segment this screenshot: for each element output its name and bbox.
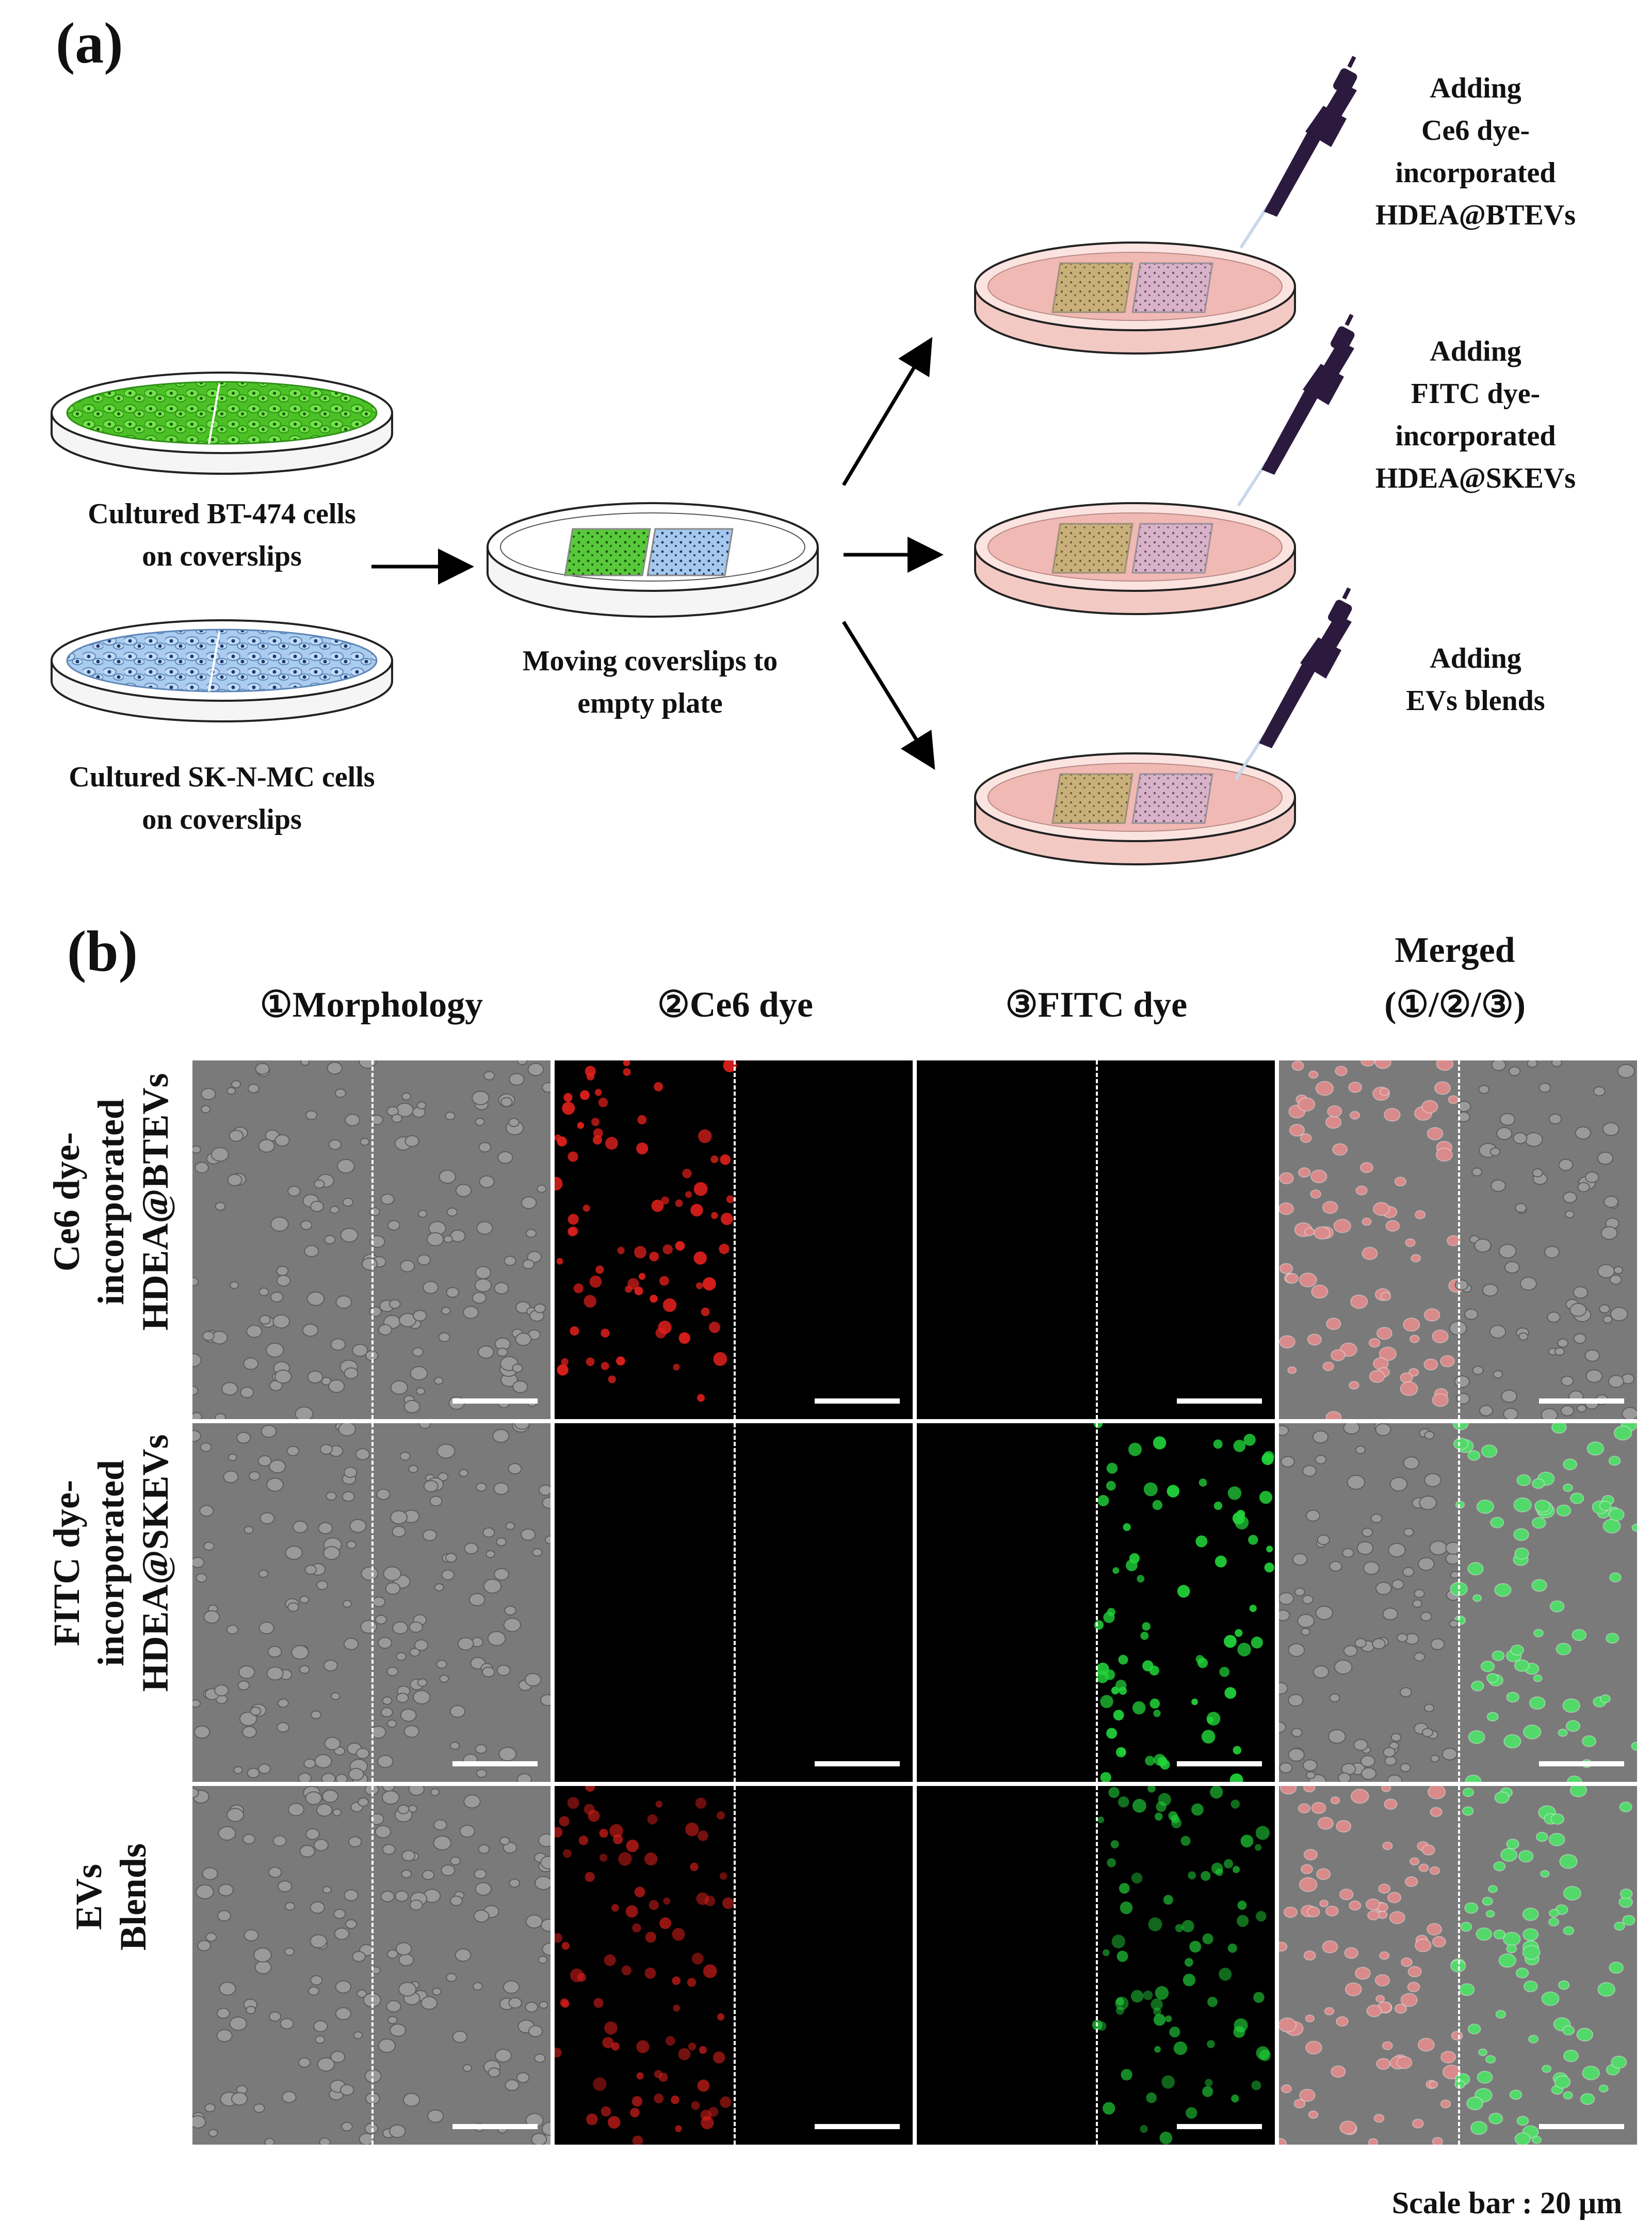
col-header-fitc: ③FITC dye bbox=[1005, 985, 1188, 1025]
dish-right-2 bbox=[974, 502, 1296, 615]
scale-bar bbox=[1539, 2124, 1624, 2129]
bt474-caption: Cultured BT-474 cells on coverslips bbox=[41, 493, 402, 577]
split-divider bbox=[1458, 1060, 1460, 1419]
moving-caption: Moving coverslips to empty plate bbox=[469, 640, 831, 725]
dish-middle bbox=[487, 502, 819, 618]
col-header-merged: Merged bbox=[1395, 930, 1515, 970]
micrograph-r3-merged bbox=[1279, 1786, 1637, 2145]
scale-bar bbox=[1539, 1398, 1624, 1404]
row-header-fitc-line-3: HDEA@SKEVs bbox=[135, 1434, 176, 1692]
dish-sknmc bbox=[51, 619, 393, 722]
adding-fitc-line-1: Adding bbox=[1430, 335, 1521, 367]
split-divider bbox=[1096, 1060, 1098, 1419]
pipette-icon bbox=[1237, 314, 1355, 507]
micrograph-r1-ce6 bbox=[555, 1060, 913, 1419]
moving-caption-line-2: empty plate bbox=[577, 687, 723, 719]
adding-blends-caption: Adding EVs blends bbox=[1321, 637, 1630, 722]
scale-bar bbox=[1177, 1761, 1262, 1766]
scale-bar bbox=[1177, 2124, 1262, 2129]
bt474-caption-line-1: Cultured BT-474 cells bbox=[88, 498, 356, 530]
row-header-fitc: FITC dye- incorporated HDEA@SKEVs bbox=[44, 1382, 177, 1744]
workflow-drawing bbox=[51, 56, 1357, 865]
split-divider bbox=[371, 1060, 374, 1419]
scale-bar bbox=[452, 1398, 538, 1404]
row-header-blends-line-2: Blends bbox=[112, 1843, 154, 1951]
split-divider bbox=[371, 1786, 374, 2145]
micrograph-r2-ce6 bbox=[555, 1423, 913, 1782]
adding-ce6-line-4: HDEA@BTEVs bbox=[1375, 199, 1576, 231]
dish-bt474 bbox=[51, 372, 393, 475]
scale-bar bbox=[1177, 1398, 1262, 1404]
row-header-ce6-line-3: HDEA@BTEVs bbox=[135, 1073, 176, 1331]
split-divider bbox=[1458, 1786, 1460, 2145]
panel-b-label: (b) bbox=[67, 920, 138, 984]
split-divider bbox=[371, 1423, 374, 1782]
row-header-ce6-line-2: incorporated bbox=[90, 1099, 132, 1305]
adding-ce6-caption: Adding Ce6 dye- incorporated HDEA@BTEVs bbox=[1321, 67, 1630, 236]
arrow-to-dish-3 bbox=[842, 621, 935, 770]
adding-ce6-line-3: incorporated bbox=[1395, 157, 1556, 189]
row-header-ce6-line-1: Ce6 dye- bbox=[46, 1132, 87, 1272]
micrograph-r2-fitc bbox=[917, 1423, 1275, 1782]
scale-bar-label: Scale bar : 20 μm bbox=[1391, 2186, 1622, 2220]
pipette-icon bbox=[1234, 587, 1352, 780]
adding-blends-line-2: EVs blends bbox=[1406, 685, 1545, 717]
adding-fitc-line-2: FITC dye- bbox=[1411, 378, 1541, 410]
sknmc-caption-line-1: Cultured SK-N-MC cells bbox=[69, 761, 375, 793]
row-header-fitc-line-1: FITC dye- bbox=[46, 1480, 87, 1646]
scale-bar bbox=[452, 2124, 538, 2129]
scale-bar bbox=[815, 2124, 900, 2129]
split-divider bbox=[1096, 1423, 1098, 1782]
dish-right-1 bbox=[974, 242, 1296, 355]
adding-fitc-caption: Adding FITC dye- incorporated HDEA@SKEVs bbox=[1321, 330, 1630, 500]
micrograph-r3-morphology bbox=[192, 1786, 550, 2145]
col-header-merged-sub: (①/②/③) bbox=[1384, 985, 1526, 1025]
adding-fitc-line-3: incorporated bbox=[1395, 420, 1556, 452]
adding-blends-line-1: Adding bbox=[1430, 642, 1521, 674]
micrograph-r1-merged bbox=[1279, 1060, 1637, 1419]
split-divider bbox=[1458, 1423, 1460, 1782]
col-header-morphology: ①Morphology bbox=[260, 985, 483, 1025]
row-header-ce6: Ce6 dye- incorporated HDEA@BTEVs bbox=[44, 1021, 177, 1382]
scale-bar bbox=[815, 1761, 900, 1766]
split-divider bbox=[734, 1786, 736, 2145]
arrow-to-dish-1 bbox=[841, 336, 933, 486]
micrograph-r2-merged bbox=[1279, 1423, 1637, 1782]
micrograph-r1-fitc bbox=[917, 1060, 1275, 1419]
adding-fitc-line-4: HDEA@SKEVs bbox=[1375, 462, 1576, 494]
adding-ce6-line-1: Adding bbox=[1430, 72, 1521, 104]
split-divider bbox=[734, 1423, 736, 1782]
row-header-blends: EVs Blends bbox=[67, 1716, 155, 2078]
moving-caption-line-1: Moving coverslips to bbox=[522, 645, 778, 677]
micrograph-r2-morphology bbox=[192, 1423, 550, 1782]
micrograph-r1-morphology bbox=[192, 1060, 550, 1419]
scale-bar bbox=[815, 1398, 900, 1404]
pipette-icon bbox=[1239, 56, 1357, 249]
scale-bar bbox=[1539, 1761, 1624, 1766]
sknmc-caption-line-2: on coverslips bbox=[142, 803, 302, 835]
micrograph-r3-fitc bbox=[917, 1786, 1275, 2145]
workflow-diagram: (a) bbox=[0, 0, 1652, 888]
sknmc-caption: Cultured SK-N-MC cells on coverslips bbox=[31, 756, 413, 841]
adding-ce6-line-2: Ce6 dye- bbox=[1421, 115, 1530, 147]
row-header-blends-line-1: EVs bbox=[68, 1863, 109, 1930]
split-divider bbox=[734, 1060, 736, 1419]
dish-right-3 bbox=[974, 752, 1296, 865]
scale-bar bbox=[452, 1761, 538, 1766]
microscopy-panel: (b) ①Morphology ②Ce6 dye ③FITC dye Merge… bbox=[0, 919, 1652, 2220]
bt474-caption-line-2: on coverslips bbox=[142, 540, 302, 572]
panel-a-label: (a) bbox=[56, 11, 123, 75]
micrograph-r3-ce6 bbox=[555, 1786, 913, 2145]
col-header-ce6: ②Ce6 dye bbox=[657, 985, 813, 1025]
image-grid bbox=[192, 1060, 1637, 2147]
row-header-fitc-line-2: incorporated bbox=[90, 1460, 132, 1666]
split-divider bbox=[1096, 1786, 1098, 2145]
